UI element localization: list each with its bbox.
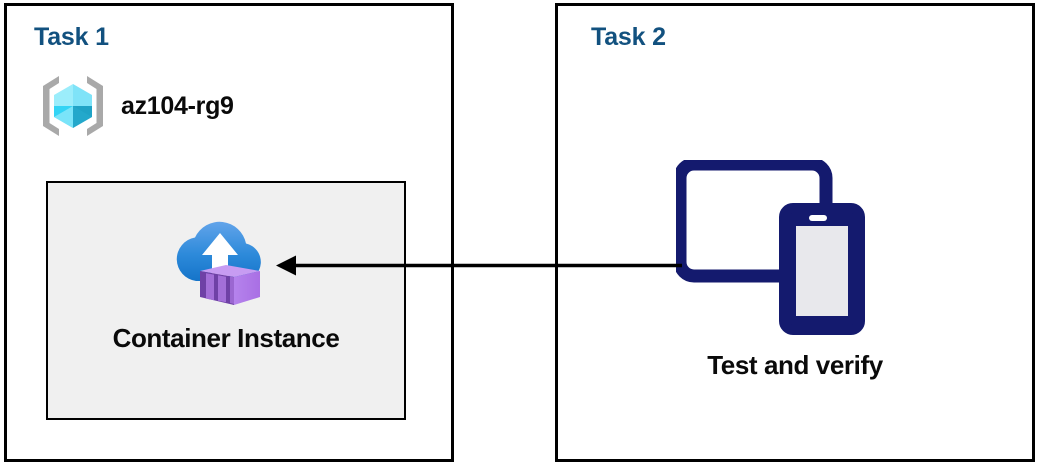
container-instance-icon <box>176 221 261 305</box>
task-1-title: Task 1 <box>34 23 109 51</box>
left-arrow-icon <box>276 255 682 276</box>
resource-group-row: az104-rg9 <box>37 70 234 142</box>
container-instance-label: Container Instance <box>112 323 340 353</box>
container-instance-box: Container Instance <box>46 181 406 420</box>
devices-tablet-phone-icon <box>676 160 865 335</box>
task-2-title: Task 2 <box>591 23 666 51</box>
test-and-verify-label: Test and verify <box>707 350 883 380</box>
resource-group-label: az104-rg9 <box>121 91 234 120</box>
resource-group-icon <box>43 76 103 136</box>
task-1-panel: Task 1 az104-rg9 <box>4 3 454 462</box>
